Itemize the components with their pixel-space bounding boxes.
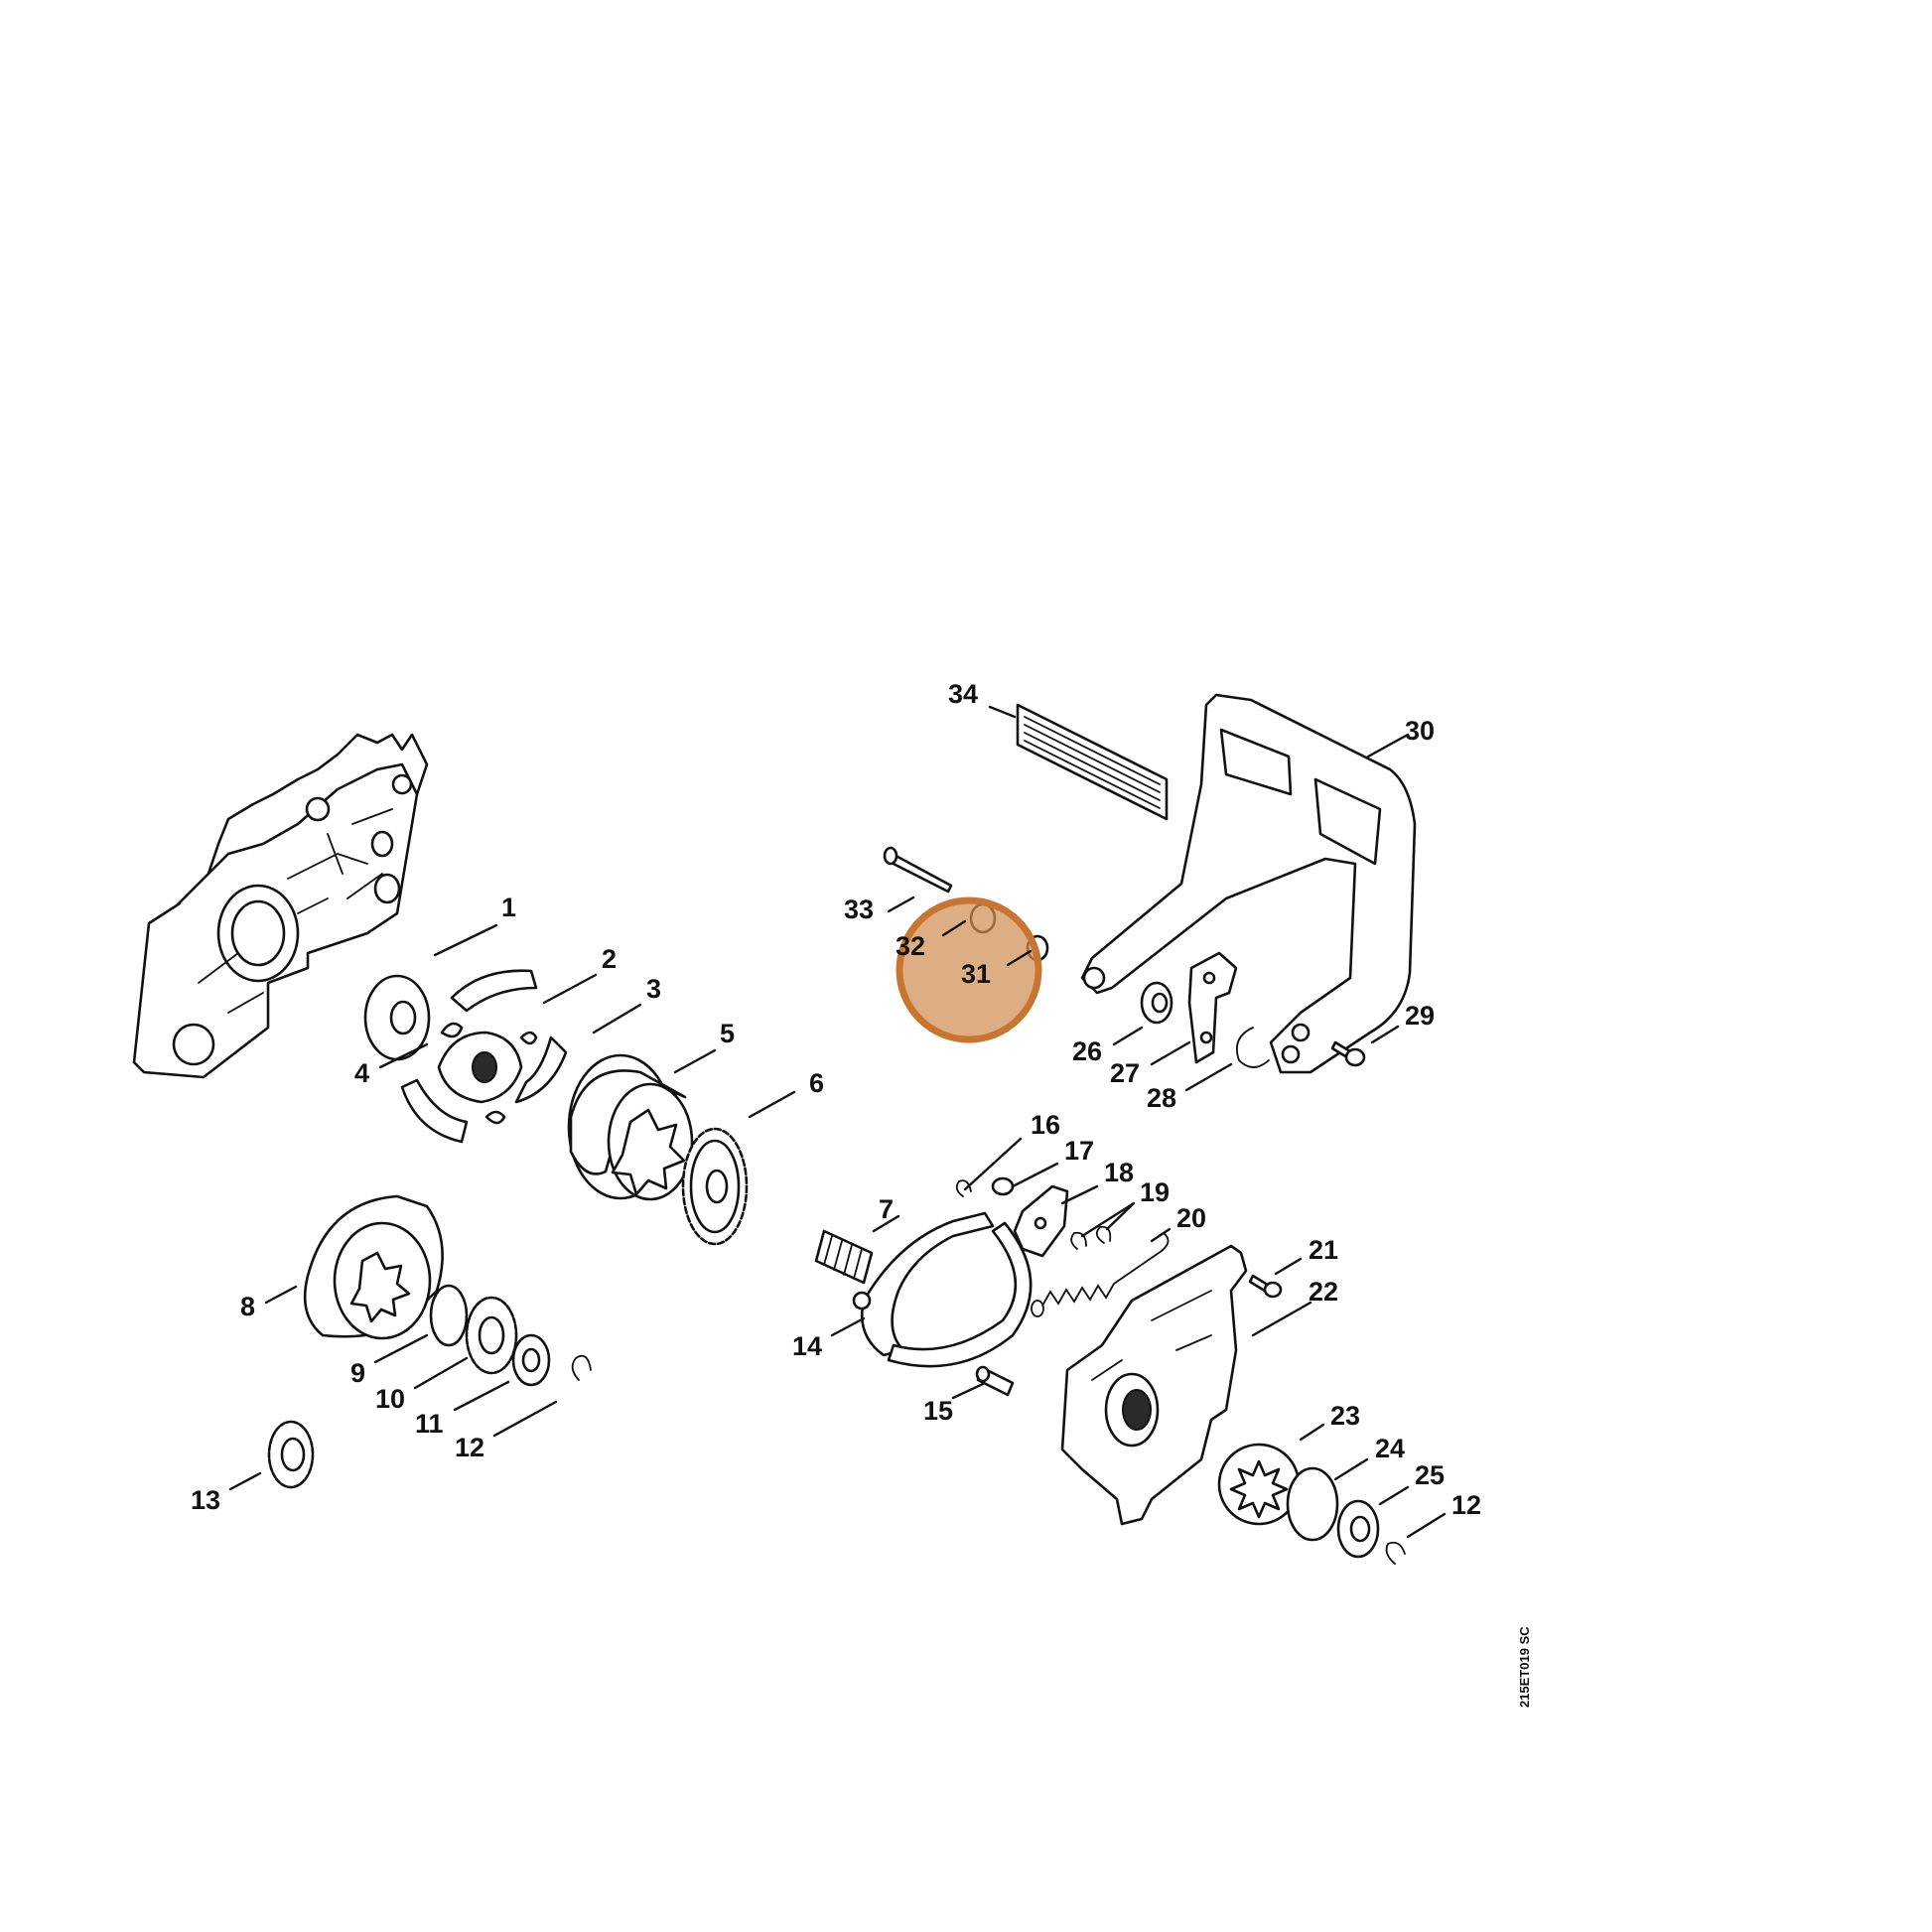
callout-12-right: 12 xyxy=(1451,1490,1481,1520)
callout-6: 6 xyxy=(809,1068,824,1098)
callout-2: 2 xyxy=(602,944,617,974)
callout-25: 25 xyxy=(1415,1460,1445,1490)
part-28-clip xyxy=(1235,1027,1270,1068)
callout-24: 24 xyxy=(1375,1434,1405,1463)
callout-14: 14 xyxy=(792,1331,822,1361)
part-13-rim-sprocket xyxy=(267,1420,315,1489)
part-25-washer xyxy=(1336,1499,1380,1559)
part-17-washer xyxy=(991,1176,1015,1196)
callout-1: 1 xyxy=(501,893,516,922)
callout-10: 10 xyxy=(375,1384,405,1414)
callout-11: 11 xyxy=(415,1409,444,1439)
drawing-code: 215ET019 SC xyxy=(1517,1626,1532,1708)
part-26-bushing xyxy=(1140,981,1173,1025)
part-33-screw xyxy=(883,846,953,894)
callout-26: 26 xyxy=(1072,1036,1102,1066)
part-19-clip-b xyxy=(1095,1225,1112,1244)
callout-7: 7 xyxy=(879,1194,894,1224)
part-22-sprocket-cover xyxy=(1060,1244,1248,1526)
part-9-ring xyxy=(429,1284,469,1347)
part-23-star-washer xyxy=(1217,1443,1301,1526)
callout-labels: 1 2 3 4 5 6 7 8 9 10 11 12 13 14 15 16 1… xyxy=(191,679,1481,1520)
callout-34: 34 xyxy=(948,679,978,709)
callout-23: 23 xyxy=(1330,1401,1360,1431)
part-19-clip-a xyxy=(1070,1231,1087,1250)
callout-9: 9 xyxy=(350,1358,365,1388)
part-16-circlip xyxy=(955,1179,972,1197)
callout-15: 15 xyxy=(923,1396,953,1426)
crankcase-housing xyxy=(132,733,429,1079)
part-7-needle-cage xyxy=(814,1229,874,1285)
part-15-pin xyxy=(975,1365,1015,1397)
part-11-washer xyxy=(511,1333,551,1387)
part-8-clutch-drum xyxy=(303,1194,444,1340)
part-29-screw xyxy=(1330,1040,1366,1067)
part-21-screw xyxy=(1248,1274,1283,1299)
callout-19: 19 xyxy=(1140,1177,1170,1207)
part-12-e-clip xyxy=(571,1354,592,1381)
callout-33: 33 xyxy=(844,895,874,924)
callout-5: 5 xyxy=(720,1019,735,1048)
part-24-ring xyxy=(1286,1466,1339,1542)
part-14-brake-band xyxy=(852,1211,1033,1368)
part-6-spur-gear xyxy=(681,1127,749,1246)
callout-17: 17 xyxy=(1064,1136,1094,1166)
callout-12: 12 xyxy=(455,1433,484,1462)
callout-29: 29 xyxy=(1405,1001,1435,1031)
part-drawings xyxy=(132,693,1417,1565)
callout-13: 13 xyxy=(191,1485,220,1515)
callout-18: 18 xyxy=(1104,1158,1134,1187)
callout-30: 30 xyxy=(1405,716,1435,746)
callout-4: 4 xyxy=(354,1058,369,1088)
leader-lines xyxy=(228,705,1447,1539)
callout-16: 16 xyxy=(1031,1110,1060,1140)
callout-20: 20 xyxy=(1176,1203,1206,1233)
part-12-e-clip-right xyxy=(1385,1541,1406,1565)
part-18-lever xyxy=(1013,1184,1069,1258)
callout-3: 3 xyxy=(646,974,661,1004)
part-20-spring xyxy=(1031,1232,1170,1317)
callout-8: 8 xyxy=(240,1292,255,1321)
callout-32: 32 xyxy=(896,931,925,961)
part-5-clutch-drum xyxy=(567,1053,694,1201)
callout-28: 28 xyxy=(1147,1083,1176,1113)
callout-22: 22 xyxy=(1309,1277,1338,1307)
callout-27: 27 xyxy=(1110,1058,1140,1088)
callout-31: 31 xyxy=(961,959,991,989)
clutch-shoes xyxy=(400,969,568,1144)
callout-21: 21 xyxy=(1309,1235,1338,1265)
part-10-rim-sprocket xyxy=(465,1296,518,1375)
part-27-bell-crank xyxy=(1187,951,1238,1064)
part-34-plate xyxy=(1016,703,1169,821)
part-30-hand-guard xyxy=(1080,693,1417,1074)
highlight-marker xyxy=(896,897,1042,1043)
